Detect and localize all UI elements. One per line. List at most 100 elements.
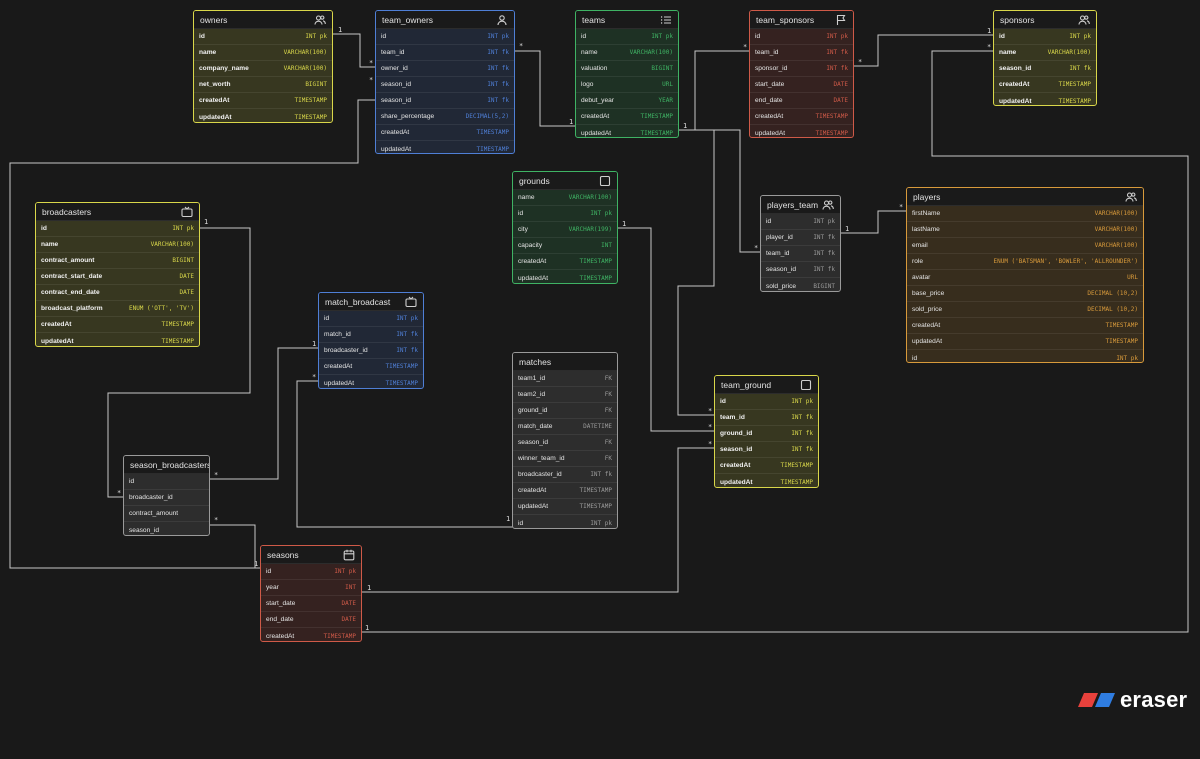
table-matches[interactable]: matches team1_id FK team2_id FK ground_i… bbox=[512, 352, 618, 529]
field-row[interactable]: match_date DATETIME bbox=[513, 419, 617, 435]
field-row[interactable]: lastName VARCHAR(100) bbox=[907, 222, 1143, 238]
field-row[interactable]: updatedAt TIMESTAMP bbox=[319, 375, 423, 388]
table-teams[interactable]: teams id INT pk name VARCHAR(100) valuat… bbox=[575, 10, 679, 138]
table-season-broadcasters[interactable]: season_broadcasters id broadcaster_id co… bbox=[123, 455, 210, 536]
field-row[interactable]: id INT pk bbox=[513, 515, 617, 528]
field-row[interactable]: owner_id INT fk bbox=[376, 61, 514, 77]
field-row[interactable]: season_id bbox=[124, 522, 209, 535]
table-match-broadcast[interactable]: match_broadcast id INT pk match_id INT f… bbox=[318, 292, 424, 389]
field-row[interactable]: updatedAt TIMESTAMP bbox=[576, 125, 678, 137]
field-row[interactable]: email VARCHAR(100) bbox=[907, 238, 1143, 254]
field-row[interactable]: team_id INT fk bbox=[761, 246, 840, 262]
relationship-line[interactable] bbox=[677, 129, 715, 416]
field-row[interactable]: createdAt TIMESTAMP bbox=[319, 359, 423, 375]
field-row[interactable]: id INT pk bbox=[319, 311, 423, 327]
table-header[interactable]: team_ground bbox=[715, 376, 818, 394]
field-row[interactable]: id INT pk bbox=[513, 206, 617, 222]
field-row[interactable]: company_name VARCHAR(100) bbox=[194, 61, 332, 77]
field-row[interactable]: name VARCHAR(100) bbox=[994, 45, 1096, 61]
table-header[interactable]: sponsors bbox=[994, 11, 1096, 29]
field-row[interactable]: season_id INT fk bbox=[715, 442, 818, 458]
field-row[interactable]: year INT bbox=[261, 580, 361, 596]
field-row[interactable]: match_id INT fk bbox=[319, 327, 423, 343]
relationship-line[interactable] bbox=[107, 227, 251, 498]
field-row[interactable]: contract_end_date DATE bbox=[36, 285, 199, 301]
table-broadcasters[interactable]: broadcasters id INT pk name VARCHAR(100)… bbox=[35, 202, 200, 347]
field-row[interactable]: id bbox=[124, 474, 209, 490]
relationship-line[interactable] bbox=[362, 50, 1189, 633]
field-row[interactable]: createdAt TIMESTAMP bbox=[261, 628, 361, 641]
field-row[interactable]: updatedAt TIMESTAMP bbox=[907, 334, 1143, 350]
field-row[interactable]: sponsor_id INT fk bbox=[750, 61, 853, 77]
field-row[interactable]: share_percentage DECIMAL(5,2) bbox=[376, 109, 514, 125]
field-row[interactable]: createdAt TIMESTAMP bbox=[513, 483, 617, 499]
field-row[interactable]: team_id INT fk bbox=[376, 45, 514, 61]
field-row[interactable]: end_date DATE bbox=[750, 93, 853, 109]
table-header[interactable]: owners bbox=[194, 11, 332, 29]
table-team-owners[interactable]: team_owners id INT pk team_id INT fk own… bbox=[375, 10, 515, 154]
field-row[interactable]: logo URL bbox=[576, 77, 678, 93]
field-row[interactable]: broadcaster_id INT fk bbox=[319, 343, 423, 359]
field-row[interactable]: city VARCHAR(199) bbox=[513, 222, 617, 238]
table-header[interactable]: players_team bbox=[761, 196, 840, 214]
relationship-line[interactable] bbox=[362, 447, 715, 593]
field-row[interactable]: name VARCHAR(100) bbox=[194, 45, 332, 61]
field-row[interactable]: createdAt TIMESTAMP bbox=[994, 77, 1096, 93]
relationship-line[interactable] bbox=[210, 347, 319, 480]
field-row[interactable]: season_id INT fk bbox=[376, 93, 514, 109]
field-row[interactable]: id INT pk bbox=[907, 350, 1143, 362]
field-row[interactable]: debut_year YEAR bbox=[576, 93, 678, 109]
table-header[interactable]: matches bbox=[513, 353, 617, 371]
field-row[interactable]: id INT pk bbox=[715, 394, 818, 410]
field-row[interactable]: role ENUM ('BATSMAN', 'BOWLER', 'ALLROUN… bbox=[907, 254, 1143, 270]
field-row[interactable]: createdAt TIMESTAMP bbox=[513, 254, 617, 270]
relationship-line[interactable] bbox=[9, 99, 376, 569]
field-row[interactable]: winner_team_id FK bbox=[513, 451, 617, 467]
field-row[interactable]: broadcaster_id bbox=[124, 490, 209, 506]
field-row[interactable]: id INT pk bbox=[194, 29, 332, 45]
field-row[interactable]: season_id INT fk bbox=[994, 61, 1096, 77]
table-header[interactable]: season_broadcasters bbox=[124, 456, 209, 474]
field-row[interactable]: updatedAt TIMESTAMP bbox=[376, 141, 514, 153]
field-row[interactable]: start_date DATE bbox=[261, 596, 361, 612]
field-row[interactable]: season_id INT fk bbox=[376, 77, 514, 93]
field-row[interactable]: net_worth BIGINT bbox=[194, 77, 332, 93]
field-row[interactable]: updatedAt TIMESTAMP bbox=[36, 333, 199, 346]
field-row[interactable]: broadcast_platform ENUM ('OTT', 'TV') bbox=[36, 301, 199, 317]
table-grounds[interactable]: grounds name VARCHAR(100) id INT pk city… bbox=[512, 171, 618, 284]
relationship-line[interactable] bbox=[296, 380, 513, 528]
field-row[interactable]: firstName VARCHAR(100) bbox=[907, 206, 1143, 222]
field-row[interactable]: updatedAt TIMESTAMP bbox=[750, 125, 853, 137]
field-row[interactable]: id INT pk bbox=[750, 29, 853, 45]
relationship-line[interactable] bbox=[841, 210, 906, 234]
field-row[interactable]: start_date DATE bbox=[750, 77, 853, 93]
table-players[interactable]: players firstName VARCHAR(100) lastName … bbox=[906, 187, 1144, 363]
relationship-line[interactable] bbox=[515, 50, 576, 127]
field-row[interactable]: sold_price BIGINT bbox=[761, 278, 840, 291]
field-row[interactable]: createdAt TIMESTAMP bbox=[376, 125, 514, 141]
field-row[interactable]: sold_price DECIMAL (10,2) bbox=[907, 302, 1143, 318]
field-row[interactable]: ground_id INT fk bbox=[715, 426, 818, 442]
field-row[interactable]: contract_amount bbox=[124, 506, 209, 522]
field-row[interactable]: avatar URL bbox=[907, 270, 1143, 286]
table-header[interactable]: grounds bbox=[513, 172, 617, 190]
field-row[interactable]: base_price DECIMAL (10,2) bbox=[907, 286, 1143, 302]
field-row[interactable]: createdAt TIMESTAMP bbox=[750, 109, 853, 125]
table-seasons[interactable]: seasons id INT pk year INT start_date DA… bbox=[260, 545, 362, 642]
field-row[interactable]: updatedAt TIMESTAMP bbox=[715, 474, 818, 487]
field-row[interactable]: id INT pk bbox=[261, 564, 361, 580]
table-header[interactable]: broadcasters bbox=[36, 203, 199, 221]
field-row[interactable]: updatedAt TIMESTAMP bbox=[513, 270, 617, 283]
field-row[interactable]: createdAt TIMESTAMP bbox=[36, 317, 199, 333]
field-row[interactable]: name VARCHAR(100) bbox=[576, 45, 678, 61]
table-header[interactable]: match_broadcast bbox=[319, 293, 423, 311]
relationship-line[interactable] bbox=[618, 227, 715, 432]
field-row[interactable]: name VARCHAR(100) bbox=[36, 237, 199, 253]
relationship-line[interactable] bbox=[333, 33, 376, 68]
field-row[interactable]: createdAt TIMESTAMP bbox=[576, 109, 678, 125]
table-team-sponsors[interactable]: team_sponsors id INT pk team_id INT fk s… bbox=[749, 10, 854, 138]
field-row[interactable]: season_id FK bbox=[513, 435, 617, 451]
field-row[interactable]: contract_amount BIGINT bbox=[36, 253, 199, 269]
field-row[interactable]: team1_id FK bbox=[513, 371, 617, 387]
table-header[interactable]: team_owners bbox=[376, 11, 514, 29]
